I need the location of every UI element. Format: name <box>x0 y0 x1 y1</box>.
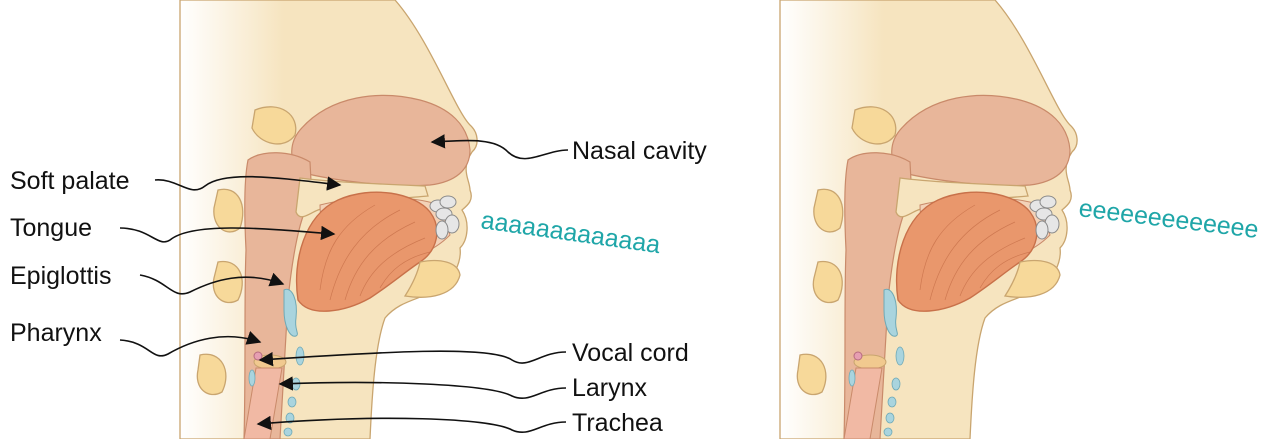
right-head-cross-section <box>780 0 1077 439</box>
label-nasal-cavity: Nasal cavity <box>572 137 707 165</box>
label-soft-palate: Soft palate <box>10 167 130 195</box>
label-trachea: Trachea <box>572 409 663 437</box>
label-pharynx: Pharynx <box>10 319 102 347</box>
label-tongue: Tongue <box>10 214 92 242</box>
right-sound-text: eeeeeeeeeeeee <box>1077 194 1260 244</box>
label-larynx: Larynx <box>572 374 648 402</box>
right-panel: eeeeeeeeeeeee <box>780 0 1260 439</box>
left-head-cross-section <box>180 0 477 439</box>
left-panel: aaaaaaaaaaaaa Nasal cavity Soft palate T… <box>10 0 707 439</box>
left-sound-text: aaaaaaaaaaaaa <box>479 206 662 259</box>
label-epiglottis: Epiglottis <box>10 262 111 290</box>
label-vocal-cord: Vocal cord <box>572 339 689 367</box>
